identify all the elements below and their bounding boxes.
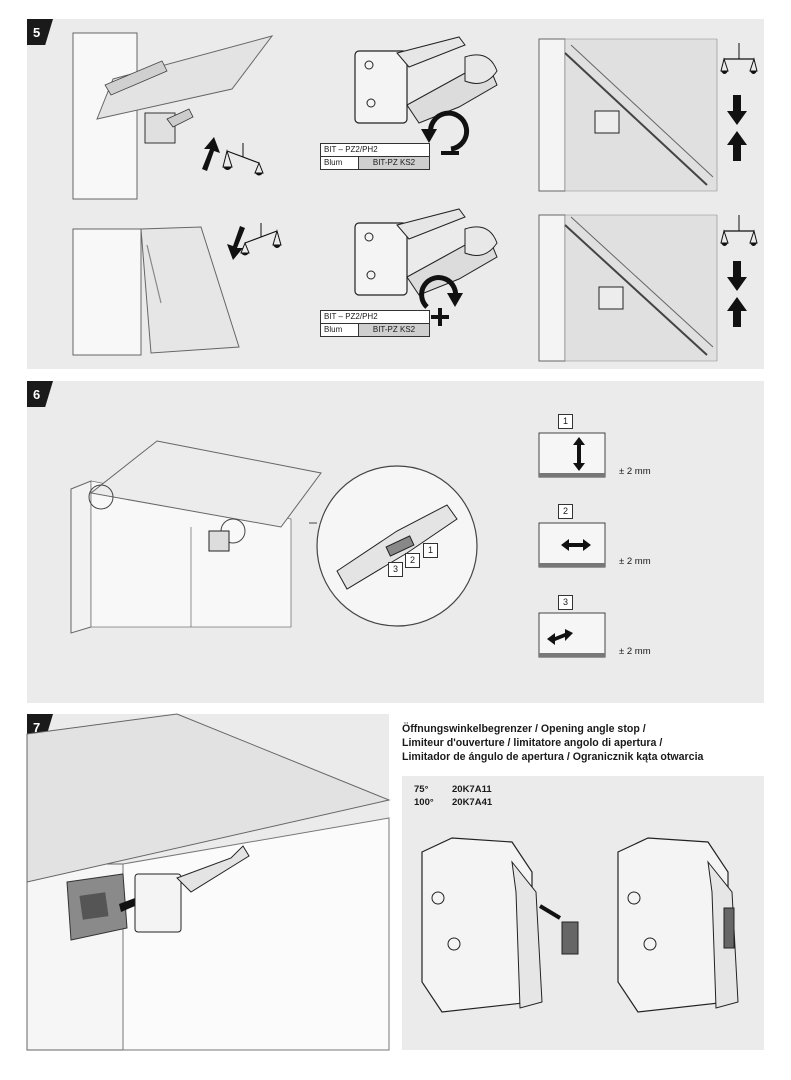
arrows-down-up-icon xyxy=(727,95,747,161)
step-6-badge: 6 xyxy=(27,381,53,407)
mechanism-screwdriver-1 xyxy=(354,36,498,124)
callout-3: 3 xyxy=(388,562,403,577)
minus-icon xyxy=(441,151,459,155)
opening-angle-stop-panel: 75° 20K7A11 100° 20K7A41 xyxy=(402,776,764,1050)
stop-row-75: 75° 20K7A11 xyxy=(414,784,492,795)
rotate-ccw-icon xyxy=(421,110,470,155)
cabinet-adjust-illustration xyxy=(70,440,322,634)
title-line-3: Limitador de ángulo de apertura / Ograni… xyxy=(402,751,704,763)
height-adjust-icon xyxy=(538,432,606,478)
tolerance-3: ± 2 mm xyxy=(619,646,651,657)
bit-code: BIT-PZ KS2 xyxy=(359,157,429,169)
stop-row-100: 100° 20K7A41 xyxy=(414,797,492,808)
scale-light-icon xyxy=(240,223,282,256)
scale-balanced-icon xyxy=(720,215,758,246)
rotate-cw-icon xyxy=(419,275,463,326)
cabinet-side-balanced-1 xyxy=(538,38,718,192)
depth-adjust-icon xyxy=(538,522,606,568)
mechanism-stop-installed xyxy=(617,837,739,1013)
adjust-number-3: 3 xyxy=(558,595,573,610)
magnified-mechanism-detail xyxy=(309,465,478,627)
callout-1: 1 xyxy=(423,543,438,558)
adjust-number-2: 2 xyxy=(558,504,573,519)
opening-angle-stop-title: Öffnungswinkelbegrenzer / Opening angle … xyxy=(402,722,782,764)
scale-balanced-icon xyxy=(720,43,758,74)
cabinet-side-balanced-2 xyxy=(538,214,718,362)
step-7-number: 7 xyxy=(33,719,41,735)
stop-code: 20K7A11 xyxy=(452,784,492,795)
stop-code: 20K7A41 xyxy=(452,797,493,808)
step-7-panel: 7 xyxy=(26,713,391,1051)
bit-code: BIT-PZ KS2 xyxy=(359,324,429,336)
scale-heavy-icon xyxy=(222,143,264,176)
step-6-panel: 6 1 2 3 1 ± 2 mm 2 ± 2 mm 3 ± 2 mm xyxy=(27,381,764,703)
arrow-down-icon xyxy=(227,226,245,260)
callout-2: 2 xyxy=(405,553,420,568)
stop-angle: 75° xyxy=(414,784,429,795)
tolerance-2: ± 2 mm xyxy=(619,556,651,567)
title-line-2: Limiteur d'ouverture / limitatore angolo… xyxy=(402,737,663,749)
arrows-down-up-icon xyxy=(727,261,747,327)
step-5-number: 5 xyxy=(33,24,41,40)
adjust-number-1: 1 xyxy=(558,414,573,429)
arrow-insert-icon xyxy=(538,904,562,920)
cabinet-cover-illustration xyxy=(26,713,391,1051)
cabinet-flap-illustration-2 xyxy=(72,226,240,356)
stop-angle: 100° xyxy=(414,797,434,808)
side-adjust-icon xyxy=(538,612,606,658)
title-line-1: Öffnungswinkelbegrenzer / Opening angle … xyxy=(402,723,646,735)
tolerance-1: ± 2 mm xyxy=(619,466,651,477)
mechanism-with-stop-insert xyxy=(421,837,579,1013)
bit-brand: Blum xyxy=(321,324,359,336)
bit-label: BIT – PZ2/PH2 xyxy=(321,311,429,324)
cabinet-flap-illustration-1 xyxy=(72,32,274,200)
arrow-up-icon xyxy=(202,137,220,171)
step-6-number: 6 xyxy=(33,386,41,402)
bit-brand: Blum xyxy=(321,157,359,169)
bit-label: BIT – PZ2/PH2 xyxy=(321,144,429,157)
step-5-badge: 5 xyxy=(27,19,53,45)
